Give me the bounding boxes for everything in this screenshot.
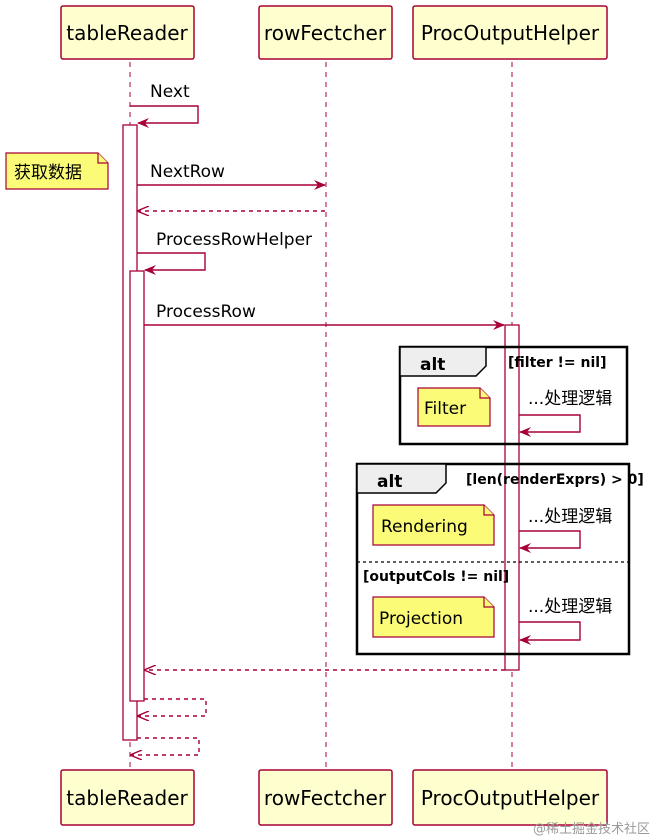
svg-text:ProcOutputHelper: ProcOutputHelper bbox=[421, 786, 600, 810]
svg-text:...处理逻辑: ...处理逻辑 bbox=[528, 597, 612, 617]
svg-text:alt: alt bbox=[377, 472, 402, 492]
svg-text:rowFectcher: rowFectcher bbox=[264, 21, 387, 45]
participant-procoutputhelper-bottom: ProcOutputHelper bbox=[412, 769, 608, 826]
svg-text:[len(renderExprs) > 0]: [len(renderExprs) > 0] bbox=[466, 472, 644, 488]
svg-text:alt: alt bbox=[420, 355, 445, 375]
svg-text:ProcOutputHelper: ProcOutputHelper bbox=[421, 21, 600, 45]
watermark: @稀土掘金技术社区 bbox=[533, 821, 650, 837]
message-logic-projection: ...处理逻辑 bbox=[519, 597, 612, 645]
svg-text:ProcessRowHelper: ProcessRowHelper bbox=[156, 230, 312, 250]
alt-fragment-filter: alt [filter != nil] bbox=[398, 345, 629, 446]
message-processrow: ProcessRow bbox=[144, 302, 505, 330]
note-projection: Projection bbox=[372, 596, 495, 638]
participant-tablereader-top: tableReader bbox=[60, 5, 195, 60]
participant-procoutputhelper-top: ProcOutputHelper bbox=[412, 5, 608, 60]
message-processrowhelper: ProcessRowHelper bbox=[137, 230, 312, 275]
participant-rowfetcher-top: rowFectcher bbox=[258, 5, 393, 60]
message-nextrow: NextRow bbox=[137, 162, 326, 190]
note-filter: Filter bbox=[417, 387, 491, 427]
alt-fragment-render: alt [len(renderExprs) > 0] [outputCols !… bbox=[355, 462, 644, 656]
svg-text:Projection: Projection bbox=[379, 609, 463, 629]
participant-tablereader-bottom: tableReader bbox=[60, 769, 195, 826]
note-rendering: Rendering bbox=[372, 504, 495, 546]
svg-text:tableReader: tableReader bbox=[66, 786, 188, 810]
svg-text:Filter: Filter bbox=[424, 399, 466, 419]
svg-text:获取数据: 获取数据 bbox=[14, 163, 82, 183]
participant-rowfetcher-bottom: rowFectcher bbox=[258, 769, 393, 826]
message-processrowhelper-return bbox=[138, 698, 207, 716]
note-fetch-data: 获取数据 bbox=[5, 152, 109, 190]
svg-text:...处理逻辑: ...处理逻辑 bbox=[528, 389, 612, 409]
svg-text:NextRow: NextRow bbox=[150, 162, 225, 182]
svg-text:[filter != nil]: [filter != nil] bbox=[508, 355, 607, 371]
svg-text:rowFectcher: rowFectcher bbox=[264, 786, 387, 810]
activation-tablereader-inner bbox=[129, 270, 145, 702]
message-next: Next bbox=[130, 82, 199, 128]
svg-text:Next: Next bbox=[150, 82, 190, 102]
activation-procoutputhelper bbox=[504, 324, 520, 671]
svg-text:Rendering: Rendering bbox=[381, 517, 468, 537]
message-next-return bbox=[131, 737, 200, 755]
svg-text:[outputCols != nil]: [outputCols != nil] bbox=[363, 569, 509, 585]
svg-text:tableReader: tableReader bbox=[66, 21, 188, 45]
message-logic-rendering: ...处理逻辑 bbox=[519, 507, 612, 553]
message-logic-filter: ...处理逻辑 bbox=[519, 389, 612, 437]
svg-text:ProcessRow: ProcessRow bbox=[156, 302, 256, 322]
svg-text:...处理逻辑: ...处理逻辑 bbox=[528, 507, 612, 527]
